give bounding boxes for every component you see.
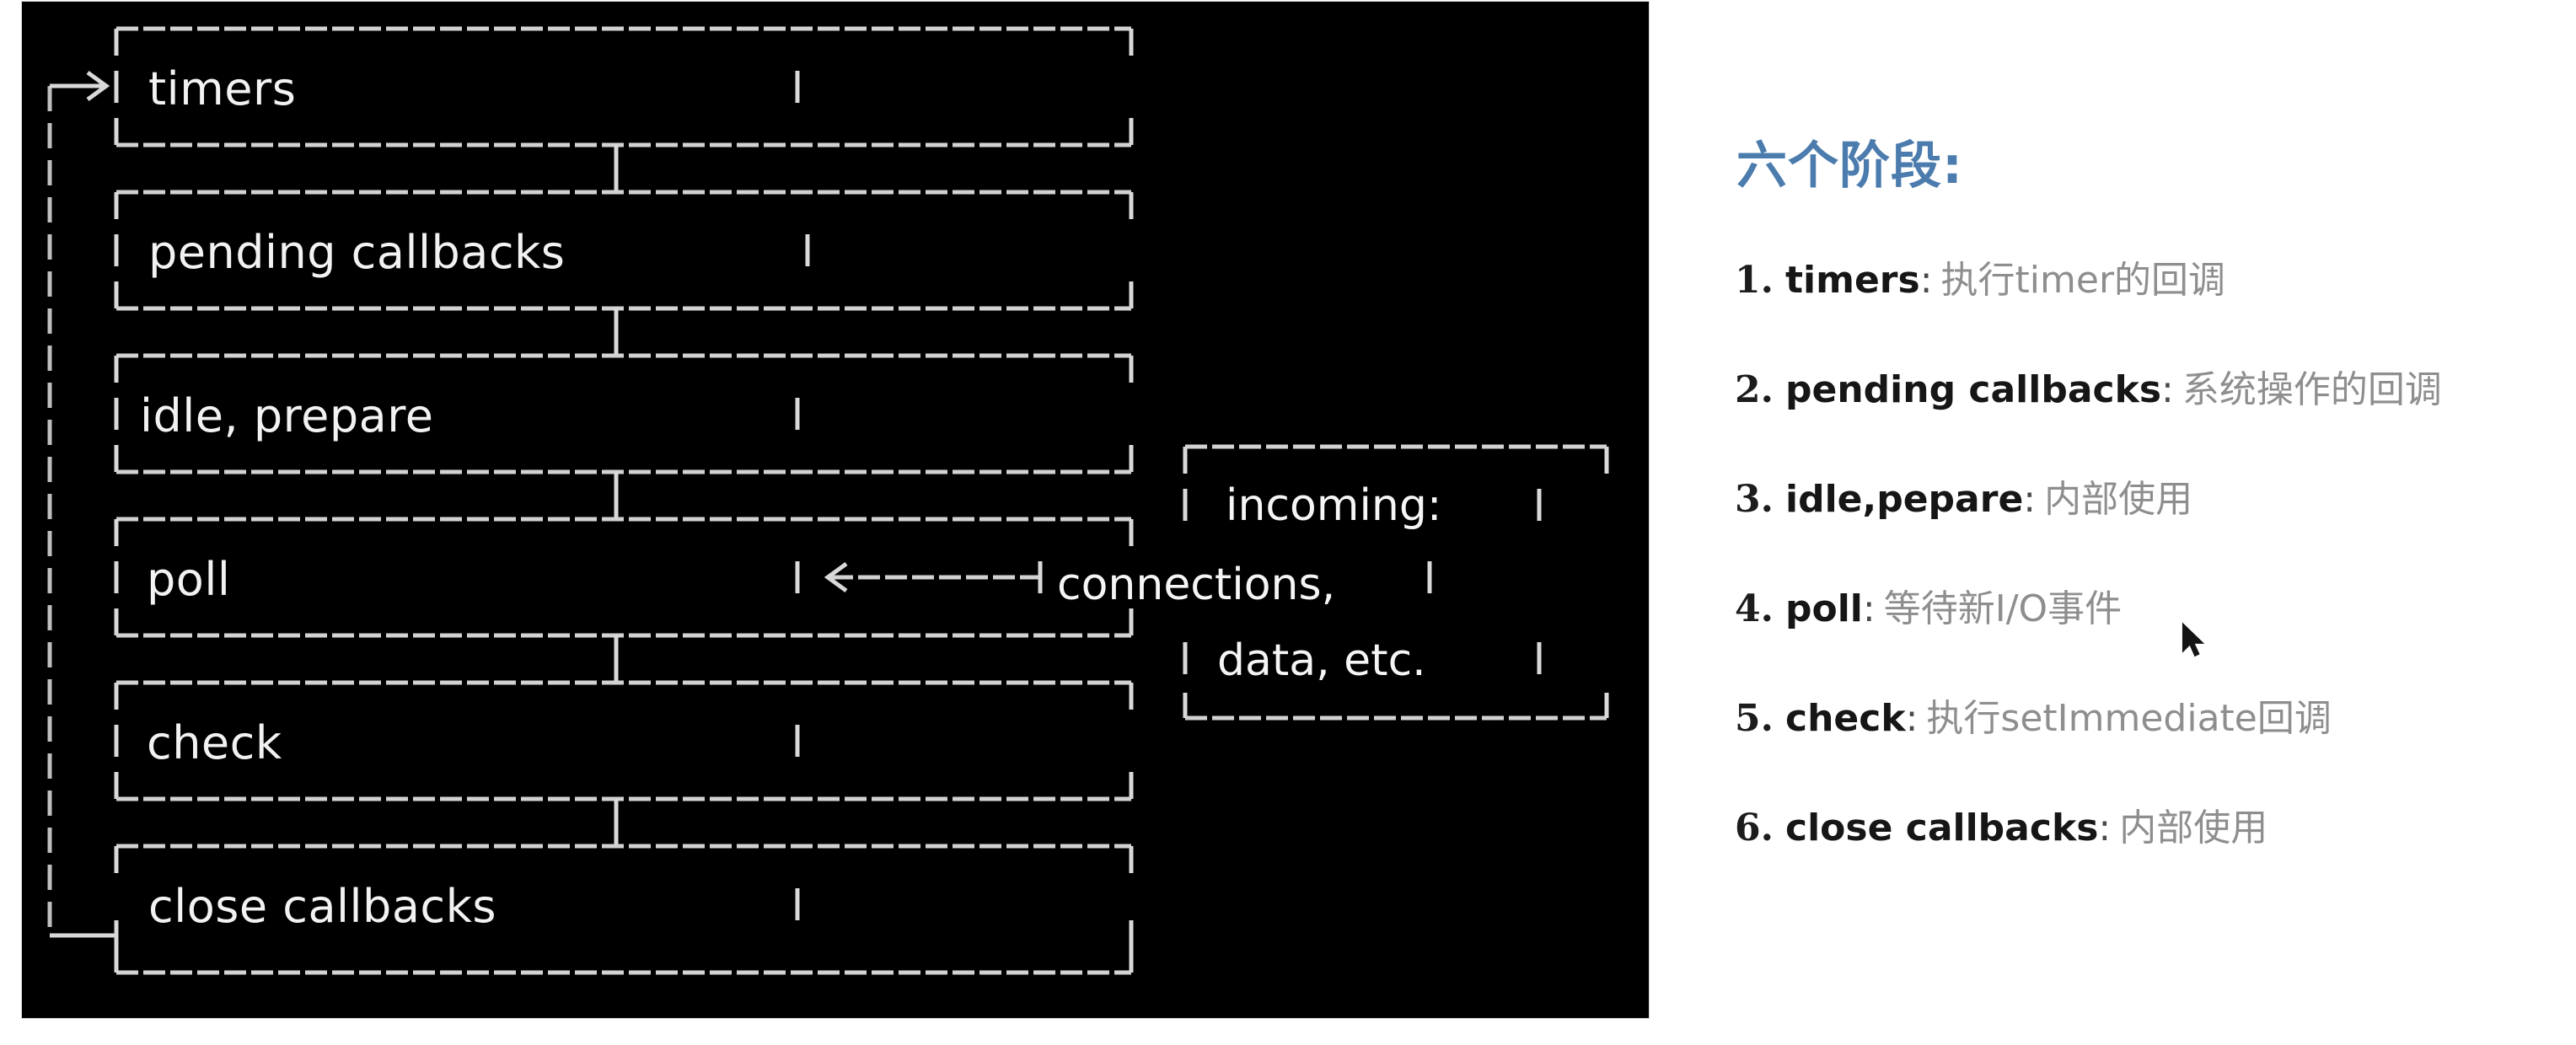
list-item-desc: 等待新I/O事件	[1883, 587, 2123, 630]
list-item-colon: :	[1862, 587, 1876, 630]
list-item: 2. pending callbacks : 系统操作的回调	[1720, 359, 2571, 411]
list-item-index: 6.	[1735, 807, 1774, 849]
list-item-colon: :	[2161, 368, 2174, 411]
event-loop-diagram-panel: .ln { stroke:#d9d9d9; stroke-width:5; fi…	[22, 2, 1649, 1018]
list-item: 6. close callbacks : 内部使用	[1720, 797, 2571, 849]
list-item-index: 3.	[1735, 478, 1774, 521]
list-item-term: pending callbacks	[1785, 368, 2162, 411]
list-item-index: 2.	[1735, 368, 1774, 411]
list-item-colon: :	[2098, 807, 2112, 849]
phase-label-poll: poll	[147, 553, 231, 606]
side-label-connections: connections,	[1057, 560, 1336, 610]
phase-label-check: check	[147, 716, 282, 769]
list-item-index: 4.	[1735, 587, 1774, 630]
list-item: 4. poll : 等待新I/O事件	[1720, 578, 2571, 630]
list-item-desc: 执行setImmediate回调	[1926, 697, 2332, 740]
list-item-desc: 执行timer的回调	[1940, 259, 2226, 302]
list-item-colon: :	[1919, 259, 1933, 302]
phase-label-idle-prepare: idle, prepare	[140, 389, 434, 442]
list-item: 1. timers : 执行timer的回调	[1720, 249, 2571, 302]
list-item-index: 1.	[1735, 259, 1774, 302]
list-item-colon: :	[1905, 697, 1919, 740]
phase-label-timers: timers	[148, 62, 297, 115]
list-item-term: close callbacks	[1785, 807, 2099, 849]
phases-notes-panel: 六个阶段: 1. timers : 执行timer的回调 2. pending …	[1720, 0, 2571, 1045]
list-item-desc: 内部使用	[2119, 807, 2268, 849]
list-item-term: idle,pepare	[1785, 478, 2024, 521]
list-item-term: check	[1785, 697, 1906, 740]
notes-heading: 六个阶段:	[1736, 137, 1963, 196]
list-item-term: poll	[1785, 587, 1863, 630]
list-item-term: timers	[1785, 259, 1920, 302]
side-label-data-etc: data, etc.	[1217, 635, 1426, 686]
list-item-index: 5.	[1735, 697, 1774, 740]
list-item-colon: :	[2023, 478, 2037, 521]
list-item-desc: 内部使用	[2044, 478, 2193, 521]
phase-label-pending-callbacks: pending callbacks	[148, 226, 566, 279]
side-label-incoming: incoming:	[1226, 480, 1442, 531]
list-item: 5. check : 执行setImmediate回调	[1720, 688, 2571, 740]
list-item-desc: 系统操作的回调	[2182, 368, 2442, 411]
phase-label-close-callbacks: close callbacks	[148, 880, 497, 933]
list-item: 3. idle,pepare : 内部使用	[1720, 469, 2571, 521]
